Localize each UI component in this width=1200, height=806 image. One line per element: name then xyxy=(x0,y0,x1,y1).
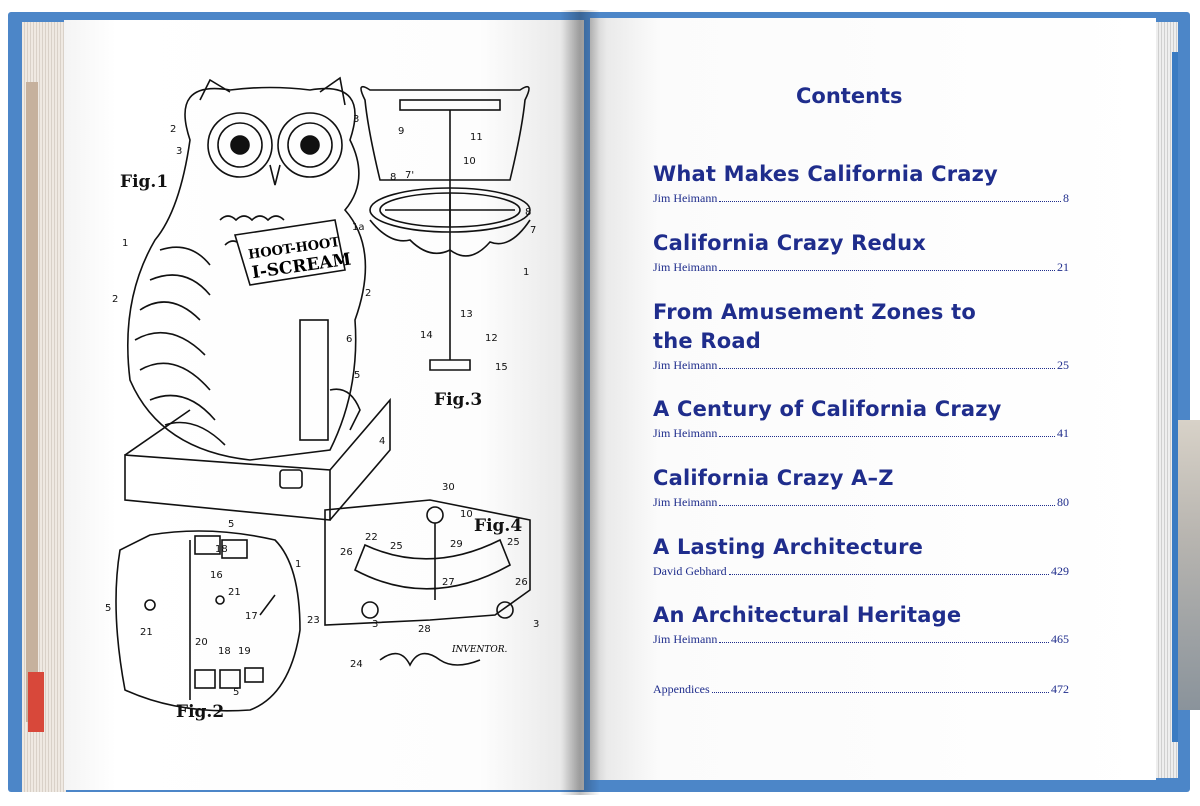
toc-entry-title: A Lasting Architecture xyxy=(653,535,924,559)
svg-text:30: 30 xyxy=(442,482,455,493)
toc-entry-page: 41 xyxy=(1057,426,1069,440)
toc-entry-page: 8 xyxy=(1063,191,1069,205)
svg-text:19: 19 xyxy=(238,646,251,657)
svg-text:25: 25 xyxy=(390,541,403,552)
svg-text:5: 5 xyxy=(233,687,239,698)
toc-entry-title: California Crazy Redux xyxy=(653,231,927,255)
toc-entry: A Lasting Architecture David Gebhard 429 xyxy=(653,533,1073,579)
svg-text:3: 3 xyxy=(353,114,359,125)
fig-3-label: Fig.3 xyxy=(434,390,483,410)
toc-entry-title: California Crazy A–Z xyxy=(653,466,894,490)
toc-entry: A Century of California Crazy Jim Heiman… xyxy=(653,395,1073,441)
svg-text:7: 7 xyxy=(530,225,536,236)
toc-entry-title: An Architectural Heritage xyxy=(653,603,962,627)
fig-1-label: Fig.1 xyxy=(120,172,169,192)
svg-text:28: 28 xyxy=(418,624,431,635)
inventor-label: INVENTOR. xyxy=(451,645,508,655)
toc-entry-title: From Amusement Zones to the Road xyxy=(653,300,976,353)
svg-text:18: 18 xyxy=(215,544,228,555)
appendices-page: 472 xyxy=(1051,682,1069,696)
toc-entry-author: Jim Heimann xyxy=(653,632,718,646)
left-page-edges xyxy=(22,22,66,792)
svg-text:18: 18 xyxy=(218,646,231,657)
toc-entry-page: 25 xyxy=(1057,358,1069,372)
toc-entry-page: 80 xyxy=(1057,495,1069,509)
right-page-edges xyxy=(1156,22,1178,778)
svg-text:6: 6 xyxy=(346,334,352,345)
svg-text:8: 8 xyxy=(525,207,531,218)
svg-text:21: 21 xyxy=(228,587,241,598)
svg-text:8: 8 xyxy=(390,172,396,183)
svg-text:14: 14 xyxy=(420,330,433,341)
svg-text:1a: 1a xyxy=(352,222,365,233)
svg-text:29: 29 xyxy=(450,539,463,550)
svg-text:26: 26 xyxy=(340,547,353,558)
toc-entry: California Crazy A–Z Jim Heimann 80 xyxy=(653,464,1073,510)
toc-entry-page: 21 xyxy=(1057,260,1069,274)
svg-text:3: 3 xyxy=(372,619,378,630)
toc-entry-author: Jim Heimann xyxy=(653,191,718,205)
svg-text:25: 25 xyxy=(507,537,520,548)
svg-text:10: 10 xyxy=(460,509,473,520)
background-photo-strip xyxy=(1178,420,1200,710)
right-page xyxy=(590,18,1156,780)
svg-text:20: 20 xyxy=(195,637,208,648)
svg-text:5: 5 xyxy=(105,603,111,614)
toc-entry-author: David Gebhard xyxy=(653,564,727,578)
svg-text:1: 1 xyxy=(122,238,128,249)
toc-entry: An Architectural Heritage Jim Heimann 465 xyxy=(653,601,1073,647)
svg-text:21: 21 xyxy=(140,627,153,638)
toc-entry-page: 465 xyxy=(1051,632,1069,646)
svg-text:15: 15 xyxy=(495,362,508,373)
svg-text:2: 2 xyxy=(112,294,118,305)
svg-text:22: 22 xyxy=(365,532,378,543)
toc-entry: From Amusement Zones to the Road Jim Hei… xyxy=(653,298,1069,373)
appendices-label: Appendices xyxy=(653,682,710,696)
svg-text:1: 1 xyxy=(295,559,301,570)
svg-text:27: 27 xyxy=(442,577,455,588)
toc-entry-author: Jim Heimann xyxy=(653,260,718,274)
svg-text:17: 17 xyxy=(245,611,258,622)
toc-entry: What Makes California Crazy Jim Heimann 8 xyxy=(653,160,1073,206)
fig-2-label: Fig.2 xyxy=(176,702,225,722)
contents-heading: Contents xyxy=(796,84,903,108)
svg-text:3: 3 xyxy=(533,619,539,630)
spine-gutter xyxy=(560,10,600,795)
toc-entry-author: Jim Heimann xyxy=(653,426,718,440)
svg-text:1: 1 xyxy=(523,267,529,278)
svg-text:2: 2 xyxy=(365,288,371,299)
toc-entry-author: Jim Heimann xyxy=(653,358,718,372)
svg-text:10: 10 xyxy=(463,156,476,167)
svg-text:5: 5 xyxy=(354,370,360,381)
svg-text:26: 26 xyxy=(515,577,528,588)
svg-text:9: 9 xyxy=(398,126,404,137)
svg-text:5: 5 xyxy=(228,519,234,530)
svg-text:24: 24 xyxy=(350,659,363,670)
svg-text:7': 7' xyxy=(405,170,414,181)
toc-entry-author: Jim Heimann xyxy=(653,495,718,509)
svg-text:16: 16 xyxy=(210,570,223,581)
left-page xyxy=(64,20,584,790)
toc-appendices: Appendices 472 xyxy=(653,680,1069,697)
patent-drawing: HOOT-HOOT I-SCREAM 233 11a 22 654 91110 … xyxy=(105,76,539,712)
svg-text:12: 12 xyxy=(485,333,498,344)
svg-text:4: 4 xyxy=(379,436,385,447)
svg-text:23: 23 xyxy=(307,615,320,626)
toc-entry-page: 429 xyxy=(1051,564,1069,578)
toc-entry-title: What Makes California Crazy xyxy=(653,162,998,186)
svg-text:13: 13 xyxy=(460,309,473,320)
fig-4-label: Fig.4 xyxy=(474,516,523,536)
toc-entry-title: A Century of California Crazy xyxy=(653,397,1002,421)
svg-text:11: 11 xyxy=(470,132,483,143)
svg-text:3: 3 xyxy=(176,146,182,157)
toc-entry: California Crazy Redux Jim Heimann 21 xyxy=(653,229,1073,275)
svg-text:2: 2 xyxy=(170,124,176,135)
